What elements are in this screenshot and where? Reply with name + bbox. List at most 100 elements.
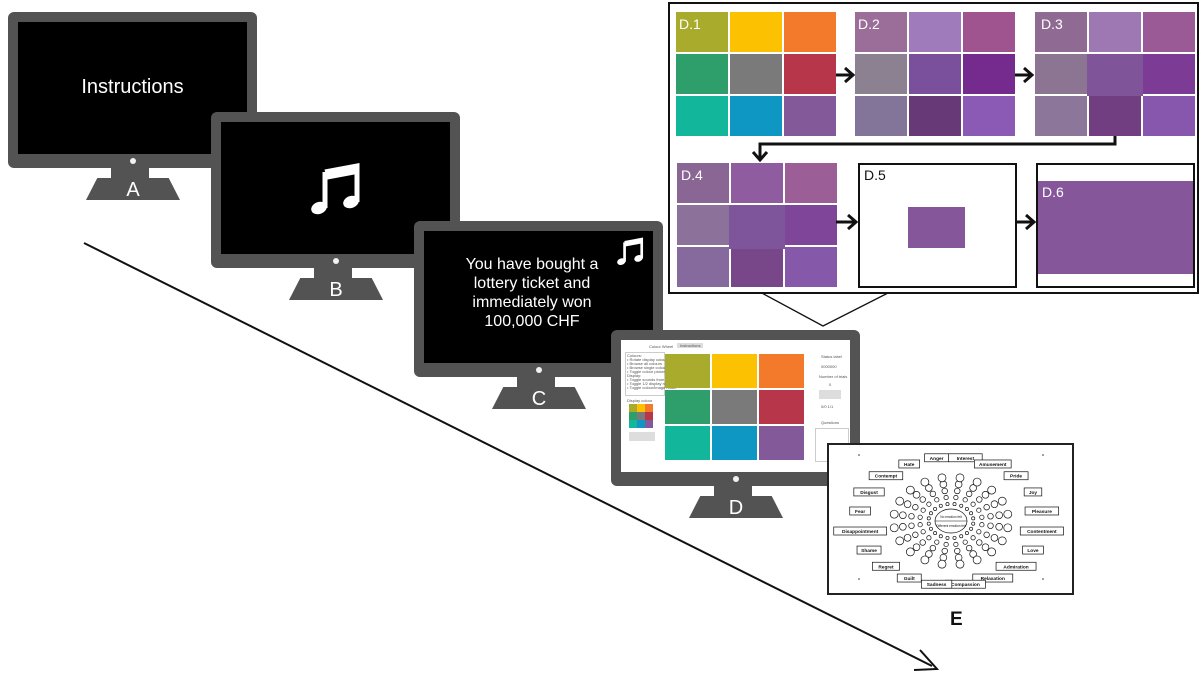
emotion-label[interactable]: Love <box>1022 545 1044 555</box>
intensity-circle[interactable] <box>971 521 976 526</box>
intensity-circle[interactable] <box>955 473 965 483</box>
intensity-circle[interactable] <box>987 522 994 529</box>
intensity-circle[interactable] <box>955 559 965 569</box>
intensity-circle[interactable] <box>917 514 923 520</box>
emotion-label[interactable]: Sadness <box>921 579 953 589</box>
mini-color-picker[interactable] <box>629 404 653 428</box>
intensity-circle[interactable] <box>920 529 926 535</box>
intensity-circle[interactable] <box>889 523 899 533</box>
intensity-circle[interactable] <box>938 503 943 508</box>
color-tile[interactable] <box>759 390 804 424</box>
color-tile[interactable] <box>712 390 757 424</box>
next-button[interactable] <box>819 390 841 399</box>
intensity-circle[interactable] <box>987 513 994 520</box>
intensity-circle[interactable] <box>912 491 921 499</box>
emotion-label[interactable]: Pleasure <box>1024 506 1060 516</box>
intensity-circle[interactable] <box>969 511 973 516</box>
intensity-circle[interactable] <box>929 490 936 498</box>
intensity-circle[interactable] <box>905 485 915 495</box>
intensity-circle[interactable] <box>990 534 999 542</box>
intensity-circle[interactable] <box>987 485 997 495</box>
intensity-circle[interactable] <box>905 547 915 557</box>
intensity-circle[interactable] <box>889 509 899 519</box>
intensity-circle[interactable] <box>969 550 977 558</box>
intensity-circle[interactable] <box>938 534 943 539</box>
picker-swatch[interactable] <box>645 404 653 412</box>
intensity-circle[interactable] <box>941 487 948 495</box>
intensity-circle[interactable] <box>976 539 983 546</box>
picker-swatch[interactable] <box>637 412 645 420</box>
color-tile[interactable] <box>759 354 804 388</box>
color-tile[interactable] <box>759 426 804 460</box>
intensity-circle[interactable] <box>976 507 982 513</box>
emotion-label[interactable]: Amusement <box>974 459 1012 469</box>
picker-swatch[interactable] <box>629 404 637 412</box>
intensity-circle[interactable] <box>969 484 977 492</box>
intensity-circle[interactable] <box>934 497 940 503</box>
intensity-circle[interactable] <box>926 501 932 507</box>
intensity-circle[interactable] <box>997 496 1007 506</box>
intensity-circle[interactable] <box>964 531 969 536</box>
intensity-circle[interactable] <box>929 526 933 531</box>
picker-swatch[interactable] <box>645 420 653 428</box>
tab-instructions[interactable]: Instructions <box>677 343 704 348</box>
intensity-circle[interactable] <box>920 555 930 565</box>
intensity-circle[interactable] <box>929 511 933 516</box>
intensity-circle[interactable] <box>933 506 938 511</box>
intensity-circle[interactable] <box>970 535 976 541</box>
intensity-circle[interactable] <box>1003 509 1013 519</box>
picker-swatch[interactable] <box>629 420 637 428</box>
intensity-circle[interactable] <box>997 536 1007 546</box>
intensity-circle[interactable] <box>908 513 915 520</box>
intensity-circle[interactable] <box>962 497 968 503</box>
intensity-circle[interactable] <box>899 511 907 519</box>
intensity-circle[interactable] <box>945 502 950 507</box>
picker-swatch[interactable] <box>637 404 645 412</box>
emotion-label[interactable]: Joy <box>1023 487 1043 497</box>
color-tile[interactable] <box>712 354 757 388</box>
emotion-label[interactable]: Pride <box>1003 471 1029 481</box>
intensity-circle[interactable] <box>976 496 983 503</box>
emotion-label[interactable]: Fear <box>849 506 871 516</box>
intensity-circle[interactable] <box>929 544 936 552</box>
intensity-circle[interactable] <box>908 522 915 529</box>
intensity-circle[interactable] <box>941 547 948 555</box>
intensity-circle[interactable] <box>987 547 997 557</box>
color-tile[interactable] <box>665 354 710 388</box>
intensity-circle[interactable] <box>966 490 973 498</box>
picker-swatch[interactable] <box>629 412 637 420</box>
intensity-circle[interactable] <box>970 501 976 507</box>
intensity-circle[interactable] <box>983 504 990 511</box>
color-tile[interactable] <box>712 426 757 460</box>
intensity-circle[interactable] <box>959 503 964 508</box>
emotion-label[interactable]: Admiration <box>995 561 1037 571</box>
intensity-circle[interactable] <box>895 536 905 546</box>
intensity-circle[interactable] <box>926 521 931 526</box>
intensity-circle[interactable] <box>979 514 985 520</box>
intensity-circle[interactable] <box>979 522 985 528</box>
intensity-circle[interactable] <box>953 494 959 501</box>
intensity-circle[interactable] <box>943 541 949 548</box>
intensity-circle[interactable] <box>919 539 926 546</box>
intensity-circle[interactable] <box>917 522 923 528</box>
intensity-circle[interactable] <box>981 543 990 551</box>
intensity-circle[interactable] <box>983 531 990 538</box>
intensity-circle[interactable] <box>995 523 1003 531</box>
intensity-circle[interactable] <box>937 473 947 483</box>
emotion-label[interactable]: Relaxation <box>972 573 1014 583</box>
intensity-circle[interactable] <box>925 484 933 492</box>
intensity-circle[interactable] <box>937 559 947 569</box>
picker-swatch[interactable] <box>645 412 653 420</box>
emotion-label[interactable]: Disappointment <box>833 526 887 536</box>
intensity-circle[interactable] <box>943 494 949 501</box>
intensity-circle[interactable] <box>976 529 982 535</box>
emotion-label[interactable]: Contempt <box>868 471 904 481</box>
intensity-circle[interactable] <box>925 550 933 558</box>
submit-button[interactable] <box>629 432 655 441</box>
intensity-circle[interactable] <box>926 516 931 521</box>
emotion-label[interactable]: Disgust <box>853 487 885 497</box>
intensity-circle[interactable] <box>953 541 959 548</box>
intensity-circle[interactable] <box>972 477 982 487</box>
intensity-circle[interactable] <box>933 531 938 536</box>
intensity-circle[interactable] <box>972 555 982 565</box>
